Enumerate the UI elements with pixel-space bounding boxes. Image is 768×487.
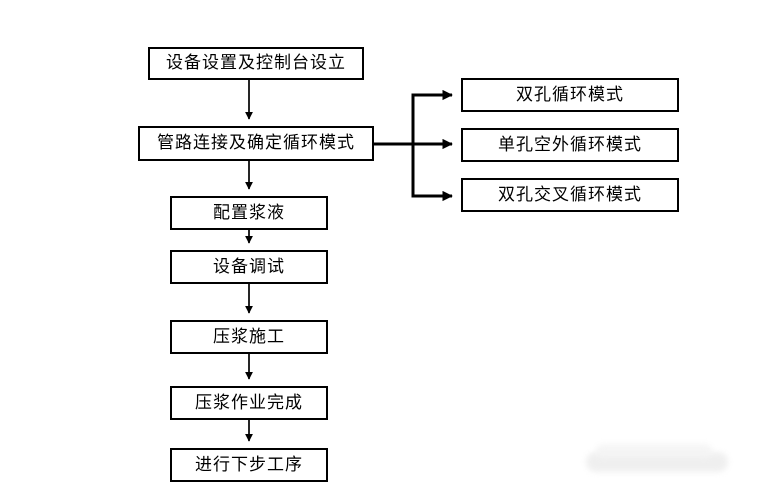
node-mode-dual-hole-cross-circ[interactable]: 双孔交叉循环模式 [461,178,679,212]
node-next-process-label: 进行下步工序 [195,454,303,475]
node-grouting[interactable]: 压浆施工 [170,320,328,354]
node-mix-slurry[interactable]: 配置浆液 [170,196,328,230]
node-grout-done-label: 压浆作业完成 [195,392,303,413]
node-mode-dual-hole-circ-label: 双孔循环模式 [516,84,624,105]
node-commission-label: 设备调试 [213,256,285,277]
node-mix-slurry-label: 配置浆液 [213,202,285,223]
mode-branch-lines [374,89,453,202]
node-next-process[interactable]: 进行下步工序 [170,448,328,482]
watermark-blob-2 [596,444,712,458]
node-commission[interactable]: 设备调试 [170,250,328,284]
node-pipe-mode-label: 管路连接及确定循环模式 [157,133,355,153]
node-setup[interactable]: 设备设置及控制台设立 [148,47,364,80]
node-mode-dual-hole-cross-circ-label: 双孔交叉循环模式 [498,184,642,205]
node-mode-single-hole-ext-circ-label: 单孔空外循环模式 [498,134,642,155]
node-grouting-label: 压浆施工 [213,326,285,347]
node-grout-done[interactable]: 压浆作业完成 [170,386,328,420]
node-mode-dual-hole-circ[interactable]: 双孔循环模式 [461,78,679,112]
node-setup-label: 设备设置及控制台设立 [166,53,346,73]
node-mode-single-hole-ext-circ[interactable]: 单孔空外循环模式 [461,128,679,162]
node-pipe-mode[interactable]: 管路连接及确定循环模式 [138,126,374,161]
